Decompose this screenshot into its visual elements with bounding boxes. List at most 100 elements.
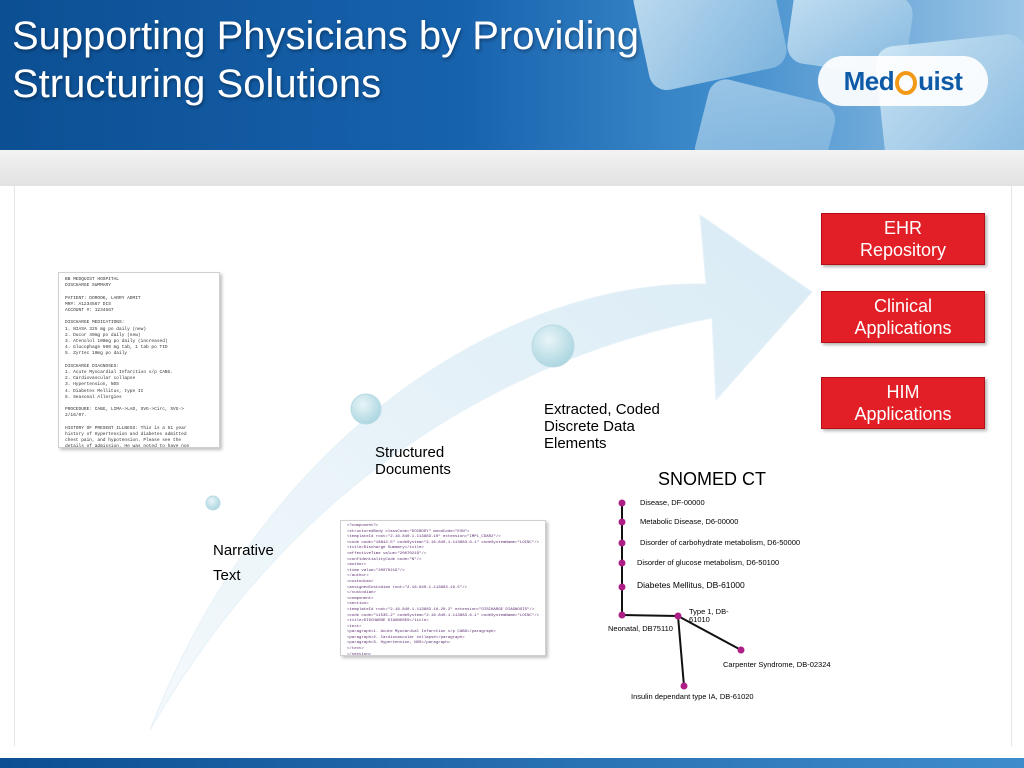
structured-doc-line: <author> — [347, 563, 367, 568]
footer-bar — [0, 758, 1024, 768]
tree-branch-type1 — [621, 614, 679, 617]
stage-circle-structured — [350, 393, 382, 425]
structured-doc-line: <component> — [347, 596, 374, 601]
structured-doc-line: <effectiveTime value="20070219"/> — [347, 551, 427, 556]
snomed-tree — [618, 499, 745, 690]
tree-node-carbohydrate — [618, 539, 626, 547]
structured-doc-line: <title>Discharge Summary</title> — [347, 546, 424, 551]
node-label-neonatal: Neonatal, DB75110 — [608, 624, 673, 633]
structured-doc-line: <code code="11535-2" codeSystem="2.16.84… — [347, 613, 540, 618]
logo-text-right: uist — [918, 65, 963, 96]
structured-doc-line: <time value="20070219"/> — [347, 568, 405, 573]
tree-node-insulin — [680, 682, 688, 690]
page-title: Supporting Physicians by Providing Struc… — [12, 12, 639, 108]
narrative-doc-line: 1. Acute Myocardial Infarction s/p CABG. — [65, 370, 174, 376]
title-line-1: Supporting Physicians by Providing — [12, 14, 640, 58]
structured-doc-line: <structuredBody classCode="DOCBODY" mood… — [347, 529, 470, 534]
narrative-doc-line: DISCHARGE SUMMARY — [65, 283, 111, 289]
narrative-line-2: Text — [213, 567, 241, 584]
narrative-doc-line: 2/16/07. — [65, 413, 87, 419]
narrative-doc-line: history of Hypertension and diabetes adm… — [65, 432, 187, 438]
structured-doc-line: <section> — [347, 602, 369, 607]
logo-text-left: Med — [843, 65, 895, 96]
node-label-type1: Type 1, DB-61010 — [689, 607, 729, 624]
tree-branch-insulin — [677, 615, 685, 687]
structured-doc-line: <confidentialityCode code="N"/> — [347, 557, 422, 562]
structured-doc-line: <paragraph>1. Acute Myocardial Infarctio… — [347, 630, 496, 635]
structured-doc-line: <templateId root="2.16.840.1.113883.10.2… — [347, 607, 535, 612]
node-label-insulin: Insulin dependant type IA, DB-61020 — [631, 692, 754, 701]
node-label-diabetes: Diabetes Mellitus, DB-61000 — [637, 580, 745, 590]
extracted-line-2: Discrete Data — [544, 418, 635, 435]
tree-node-glucose — [618, 559, 626, 567]
node-label-glucose: Disorder of glucose metabolism, D6-50100 — [637, 558, 780, 567]
stage-label-structured: Structured Documents — [375, 444, 451, 478]
stage-label-narrative: Narrative Text — [213, 538, 274, 588]
narrative-doc-line: 2. Ducor 40mg po daily (new) — [65, 332, 141, 338]
narrative-doc-line: BB MEDQUIST HOSPITAL — [65, 277, 120, 282]
tree-node-carpenter — [737, 646, 745, 654]
header-shadow-band — [0, 150, 1024, 186]
narrative-line-1: Narrative — [213, 542, 274, 559]
narrative-doc-line: 4. Diabetes Mellitus, type II — [65, 388, 144, 394]
node-label-disease: Disease, DF-00000 — [640, 498, 705, 507]
clinical-line-1: Clinical — [873, 296, 933, 316]
structured-doc-line: </custodian> — [347, 591, 376, 596]
snomed-title: SNOMED CT — [658, 469, 766, 489]
structured-doc-line: <templateId root="2.16.840.1.113883.10" … — [347, 535, 501, 540]
tree-node-diabetes — [618, 583, 626, 591]
structured-doc-line: </author> — [347, 574, 369, 579]
structured-doc-line: <?component?> — [347, 524, 379, 528]
tree-node-type1 — [674, 612, 682, 620]
structured-doc-line: <custodian> — [347, 579, 374, 584]
narrative-doc-line: PATIENT: DOROOK, LARRY ADMIT — [65, 295, 141, 301]
progress-arrow — [149, 213, 813, 731]
node-label-carbohydrate: Disorder of carbohydrate metabolism, D6-… — [640, 538, 801, 547]
node-label-carpenter: Carpenter Syndrome, DB-02324 — [723, 660, 831, 669]
narrative-doc-line: 5. Seasonal Allergies — [65, 394, 122, 400]
structured-doc-line: <title>DISCHARGE DIAGNOSES</title> — [347, 619, 429, 624]
tree-node-metabolic — [618, 518, 626, 526]
him-line-1: HIM — [886, 382, 920, 402]
narrative-doc-line: PROCEDURE: CABG, LIMA->LAD, SVG->Circ, S… — [65, 407, 184, 413]
narrative-doc-line: details of admission. He was noted to ha… — [65, 444, 190, 448]
extracted-line-1: Extracted, Coded — [544, 401, 660, 418]
narrative-doc-line: 3. Atenolol 100mg po daily (increased) — [65, 339, 168, 345]
narrative-doc-line: DISCHARGE MEDICATIONS: — [65, 320, 125, 326]
stage-circle-narrative — [205, 495, 221, 511]
stage-label-extracted: Extracted, Coded Discrete Data Elements — [544, 401, 660, 452]
node-label-metabolic: Metabolic Disease, D6-00000 — [640, 517, 739, 526]
structured-doc-line: <paragraph>3. Hypertension, NOS</paragra… — [347, 641, 451, 646]
structured-doc-line: <text> — [347, 624, 362, 629]
narrative-doc-line: chest pain, and hypotension. Please see … — [65, 438, 182, 444]
him-line-2: Applications — [854, 404, 952, 424]
tree-branch-carpenter — [677, 615, 742, 651]
narrative-doc-line: 2. Cardiovascular collapse — [65, 376, 136, 382]
tree-node-disease — [618, 499, 626, 507]
narrative-doc-line: MR#: A1234567 DIS — [65, 301, 111, 307]
header-banner: Supporting Physicians by Providing Struc… — [0, 0, 1024, 150]
ehr-line-2: Repository — [859, 240, 947, 260]
structured-line-1: Structured — [375, 444, 445, 461]
logo-q-icon — [895, 71, 918, 95]
narrative-doc-line: 4. Glucophage 500 mg tab, 1 tab po TID — [65, 345, 168, 351]
narrative-doc-line: 1. NIASA 325 mg po daily (new) — [65, 326, 147, 332]
narrative-doc-line: 3. Hypertension, NOS — [65, 382, 120, 388]
structured-doc-line: </text> — [347, 647, 364, 652]
narrative-doc-line: ACCOUNT #: 1234567 — [65, 308, 114, 314]
structured-doc-line: </section> — [347, 652, 372, 656]
narrative-doc-line: HISTORY OF PRESENT ILLNESS: This is a 51… — [65, 425, 187, 431]
structured-document-thumbnail: <?component?><structuredBody classCode="… — [340, 520, 546, 656]
tree-node-neonatal — [618, 611, 626, 619]
narrative-doc-line: DISCHARGE DIAGNOSES: — [65, 363, 120, 369]
title-line-2: Structuring Solutions — [12, 62, 382, 106]
structured-doc-line: <code code="18842-5" codeSystem="2.16.84… — [347, 540, 540, 545]
narrative-doc-line: 5. Zyrtec 10mg po daily — [65, 351, 128, 357]
clinical-line-2: Applications — [854, 318, 952, 338]
